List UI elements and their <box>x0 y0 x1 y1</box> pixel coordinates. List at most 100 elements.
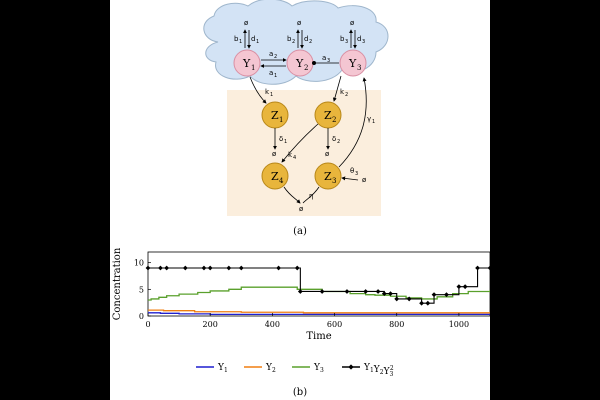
rate-k1: k <box>265 88 270 96</box>
series-point <box>319 289 325 294</box>
node-z1-label: Z <box>271 109 279 122</box>
rate-d3: d <box>357 35 361 43</box>
x-tick-label: 400 <box>265 320 280 329</box>
svg-text:1: 1 <box>270 92 273 98</box>
empty-set-1: ø <box>244 19 249 27</box>
empty-set-z1: ø <box>272 150 277 158</box>
legend-label: Y2 <box>265 363 276 374</box>
rate-d1: d <box>251 35 255 43</box>
x-axis-label: Time <box>306 331 331 342</box>
node-y3-label: Y <box>348 57 357 70</box>
series-point <box>394 296 400 302</box>
series-point <box>201 265 207 271</box>
empty-set-theta: ø <box>362 176 367 184</box>
caption-a: (a) <box>293 226 307 237</box>
node-z2-label: Z <box>324 109 332 122</box>
node-z4-label: Z <box>271 170 279 183</box>
svg-text:3: 3 <box>345 39 348 45</box>
y-tick-label: 5 <box>139 285 144 294</box>
x-tick-label: 600 <box>327 320 342 329</box>
series-point <box>406 296 412 302</box>
series-point <box>226 265 232 271</box>
x-tick-label: 200 <box>203 320 218 329</box>
series-point <box>363 289 369 294</box>
rate-delta1: δ <box>279 135 283 143</box>
node-y1-label: Y <box>242 57 251 70</box>
node-z3-sub: 3 <box>332 177 336 185</box>
series-point <box>462 284 468 290</box>
node-y2: Y 2 <box>286 49 314 77</box>
rate-eta: η <box>309 192 313 200</box>
x-tick-label: 800 <box>389 320 404 329</box>
rate-d2: d <box>304 35 308 43</box>
plot-frame <box>147 251 490 317</box>
node-y3: Y 3 <box>339 49 367 77</box>
series-point <box>388 291 393 296</box>
series-point <box>487 265 490 271</box>
svg-text:1: 1 <box>284 139 287 145</box>
node-z4-sub: 4 <box>279 177 284 185</box>
node-y1: Y 1 <box>233 49 261 77</box>
svg-text:4: 4 <box>293 155 296 161</box>
legend-label: Y3 <box>313 363 324 374</box>
series-point <box>158 265 163 271</box>
node-y2-label: Y <box>295 57 304 70</box>
series-line-4 <box>148 267 490 304</box>
empty-set-2: ø <box>297 19 302 27</box>
rate-k4: k <box>288 151 293 159</box>
svg-text:2: 2 <box>274 54 277 60</box>
series-line-2 <box>148 309 490 314</box>
series-point <box>294 265 300 271</box>
svg-text:2: 2 <box>337 139 340 145</box>
birth-death-arrows <box>243 29 357 49</box>
x-tick-label: 0 <box>145 320 150 329</box>
chart-axes <box>147 251 490 317</box>
rate-a2: a <box>269 50 273 58</box>
node-y3-sub: 3 <box>357 64 361 72</box>
series-point <box>475 265 480 271</box>
svg-text:1: 1 <box>239 39 242 45</box>
y-tick-label: 0 <box>139 312 144 321</box>
svg-text:3: 3 <box>355 171 358 177</box>
svg-text:2: 2 <box>292 39 295 45</box>
y-interaction-arrows <box>260 58 339 68</box>
series-line-3 <box>148 286 490 301</box>
y-tick-label: 10 <box>134 259 144 268</box>
series-point <box>381 291 387 296</box>
empty-set-3: ø <box>350 19 355 27</box>
series-point <box>145 265 151 271</box>
svg-text:3: 3 <box>327 58 330 64</box>
series-point <box>344 289 350 294</box>
legend-marker <box>348 364 354 370</box>
svg-text:1: 1 <box>274 73 277 79</box>
svg-text:1: 1 <box>372 119 375 125</box>
node-z2: Z 2 <box>314 101 342 129</box>
empty-set-z2: ø <box>325 150 330 158</box>
rate-gamma1: γ <box>367 115 371 123</box>
rate-theta3: θ <box>350 167 354 175</box>
series-point <box>276 265 281 271</box>
chart-series <box>145 265 490 316</box>
y-axis-label: Concentration <box>112 247 123 320</box>
node-z2-sub: 2 <box>332 116 336 124</box>
node-z3: Z 3 <box>314 162 342 190</box>
rate-b2: b <box>287 35 292 43</box>
series-point <box>375 289 381 294</box>
node-z3-label: Z <box>324 170 332 183</box>
rate-delta2: δ <box>332 135 336 143</box>
series-point <box>419 300 424 306</box>
caption-b: (b) <box>292 387 308 398</box>
z-conversion-arrows <box>249 75 367 204</box>
series-point <box>207 265 213 271</box>
compartment-panel <box>227 90 381 216</box>
svg-text:2: 2 <box>309 39 312 45</box>
series-point <box>444 292 449 298</box>
rate-a3: a <box>322 54 326 62</box>
svg-text:1: 1 <box>256 39 259 45</box>
node-y2-sub: 2 <box>304 64 308 72</box>
series-point <box>456 284 462 290</box>
